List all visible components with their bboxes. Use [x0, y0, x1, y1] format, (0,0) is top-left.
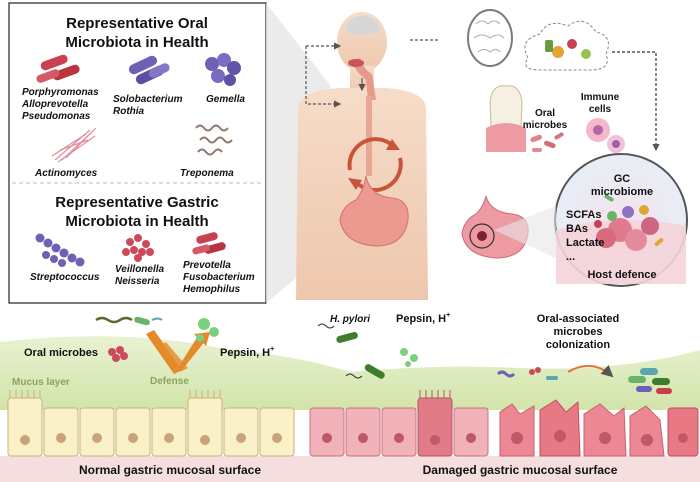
pepsin-right-particles-icon — [400, 348, 418, 367]
damaged-epithelium — [309, 390, 699, 457]
actinomyces-bacteria-icon — [51, 127, 97, 163]
oral-microbes-label-line2: microbes — [523, 120, 568, 131]
pepsin-right-label: Pepsin, H+ — [396, 312, 450, 325]
taxon-pseudomonas: Pseudomonas — [22, 111, 91, 122]
metabolite-lactate: Lactate — [566, 237, 605, 249]
gastric-mucosa-panel: Oral microbes Pepsin, H+ H. pylori Pepsi… — [0, 312, 700, 482]
treponema-bacteria-icon — [195, 124, 233, 156]
solobacterium-bacteria-icon — [128, 55, 170, 85]
oral-gastric-taxa-panel: Representative Oral Microbiota in Health… — [8, 2, 267, 304]
stomach-icon — [339, 175, 409, 247]
immune-cells-icon — [586, 118, 625, 153]
taxon-veillonella: Veillonella — [115, 264, 165, 275]
host-defence-label: Host defence — [587, 269, 656, 281]
esophagus-icon — [366, 96, 372, 176]
taxon-prevotella: Prevotella — [183, 260, 231, 271]
gc-label-line2: microbiome — [591, 186, 653, 198]
immune-cells-label-line2: cells — [589, 104, 612, 115]
gc-microbiome-circle — [554, 153, 688, 287]
oral-microbes-label: Oral microbes — [24, 347, 98, 359]
porphyromonas-bacteria-icon — [36, 54, 80, 83]
oral-microbes-icon — [530, 132, 564, 152]
taxon-alloprevotella: Alloprevotella — [21, 99, 89, 110]
taxon-streptococcus: Streptococcus — [30, 272, 100, 283]
veillonella-bacteria-icon — [122, 234, 154, 262]
taxon-porphyromonas: Porphyromonas — [22, 87, 99, 98]
taxon-solobacterium: Solobacterium — [113, 94, 183, 105]
taxon-fusobacterium: Fusobacterium — [183, 272, 255, 283]
gc-label-line1: GC — [614, 173, 631, 185]
gemella-bacteria-icon — [205, 53, 241, 86]
damaged-mucosa-caption: Damaged gastric mucosal surface — [423, 463, 618, 477]
colonization-label-line1: Oral-associated — [537, 313, 620, 325]
prevotella-bacteria-icon — [192, 232, 226, 255]
oral-panel-title-line2: Microbiota in Health — [65, 34, 208, 51]
metabolite-bas: BAs — [566, 223, 588, 235]
pepsin-left-label: Pepsin, H+ — [220, 346, 274, 359]
oral-panel-title-line1: Representative Oral — [66, 15, 208, 32]
taxon-rothia: Rothia — [113, 106, 145, 117]
metabolite-more: ... — [566, 251, 575, 263]
mucus-layer-label: Mucus layer — [12, 377, 70, 388]
h-pylori-label: H. pylori — [330, 314, 370, 325]
taxon-gemella: Gemella — [206, 94, 245, 105]
oral-microbes-label-line1: Oral — [535, 108, 555, 119]
gastric-panel-title-line2: Microbiota in Health — [65, 213, 208, 230]
oral-gut-axis-panel: Oral microbes Immune cells — [461, 9, 688, 287]
tooth-gum-icon — [486, 85, 526, 152]
taxon-treponema: Treponema — [180, 168, 234, 179]
taxon-neisseria: Neisseria — [115, 276, 160, 287]
pepsin-particles-icon — [196, 318, 219, 342]
diet-cloud-icon — [524, 20, 609, 71]
immune-cells-label-line1: Immune — [581, 92, 620, 103]
brain-scan-icon — [467, 9, 513, 67]
pharynx-icon — [352, 58, 376, 100]
colonization-label-line2: microbes — [554, 326, 603, 338]
brain-icon — [345, 16, 380, 35]
metabolite-scfas: SCFAs — [566, 209, 601, 221]
human-body-illustration — [296, 12, 440, 300]
colonizing-microbes-icon — [496, 364, 672, 394]
h-pylori-icon — [317, 323, 385, 379]
taxon-actinomyces: Actinomyces — [34, 168, 98, 179]
normal-mucosa-caption: Normal gastric mucosal surface — [79, 463, 261, 477]
taxon-hemophilus: Hemophilus — [183, 284, 241, 295]
defense-reflect-arrow-icon — [146, 330, 210, 374]
incoming-oral-microbes-icon — [95, 316, 163, 362]
gastric-panel-title-line1: Representative Gastric — [55, 194, 218, 211]
streptococcus-bacteria-icon — [35, 233, 85, 267]
defense-label: Defense — [150, 376, 189, 387]
stomach-tumor-icon — [461, 195, 529, 259]
normal-epithelium — [7, 390, 295, 457]
colonization-label-line3: colonization — [546, 339, 610, 351]
